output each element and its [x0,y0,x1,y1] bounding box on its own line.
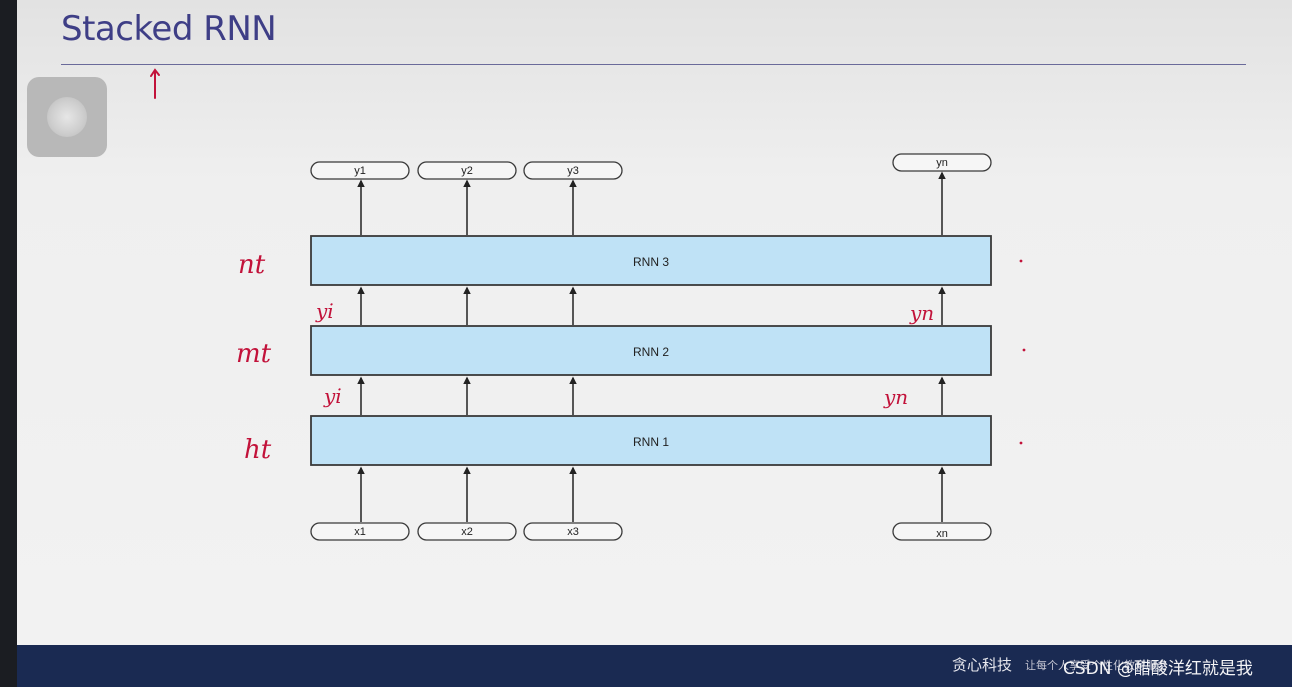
annotation-yi-lower: yi [323,384,342,408]
annotation-nt: nt [238,250,266,280]
window-left-edge [0,0,17,687]
output-pill-y2 [417,161,517,180]
pen-dot-1 [1019,259,1023,263]
footer-brand: 贪心科技 [952,656,1013,674]
slide: Stacked RNN [17,0,1292,645]
annotation-ht: ht [244,435,272,465]
annotation-mt: mt [236,339,272,369]
output-pill-y1 [310,161,410,180]
pen-arrow-mark [150,68,160,99]
output-label-y2: y2 [461,165,473,177]
input-pill-xn [892,522,992,541]
rnn-layer-1: RNN 1 [310,415,992,466]
pen-dot-2 [1022,348,1026,352]
input-label-x2: x2 [461,526,473,538]
rnn-layer-3-label: RNN 3 [633,255,669,269]
input-label-x3: x3 [567,526,579,538]
slide-title: Stacked RNN [61,9,277,49]
rnn-layer-1-label: RNN 1 [633,435,669,449]
camera-overlay-button[interactable] [27,77,107,157]
footer-bar: 贪心科技 让每个人享受个性化教育服务 CSDN @醋酸洋红就是我 [17,645,1292,687]
output-label-yn: yn [936,157,948,169]
rnn-layer-2-label: RNN 2 [633,345,669,359]
input-pill-x3 [523,522,623,541]
annotation-yn-lower: yn [883,385,908,409]
rnn-layer-2: RNN 2 [310,325,992,376]
footer-slogan: 让每个人享受个性化教育服务 [1025,659,1168,672]
output-pill-yn [892,153,992,172]
output-row: y1 y2 y3 yn [310,153,992,180]
arrows-layer1-to-layer2 [357,376,946,415]
input-label-x1: x1 [354,526,366,538]
pen-dot-3 [1019,441,1023,445]
arrows-layer3-to-output [357,171,946,235]
arrows-input-to-layer1 [357,466,946,522]
input-pill-x1 [310,522,410,541]
output-label-y3: y3 [567,165,579,177]
input-label-xn: xn [936,528,948,540]
handwritten-annotations: nt mt ht yi yn yi yn [236,250,1026,465]
annotation-yi-upper: yi [315,299,334,323]
arrows-layer2-to-layer3 [357,286,946,325]
annotation-yn-upper: yn [909,301,934,325]
output-pill-y3 [523,161,623,180]
camera-icon [47,97,87,137]
input-row: x1 x2 x3 xn [310,522,992,541]
input-pill-x2 [417,522,517,541]
csdn-watermark: CSDN @醋酸洋红就是我 [1063,659,1253,679]
title-underline [61,64,1246,65]
output-label-y1: y1 [354,165,366,177]
rnn-layer-3: RNN 3 [310,235,992,286]
